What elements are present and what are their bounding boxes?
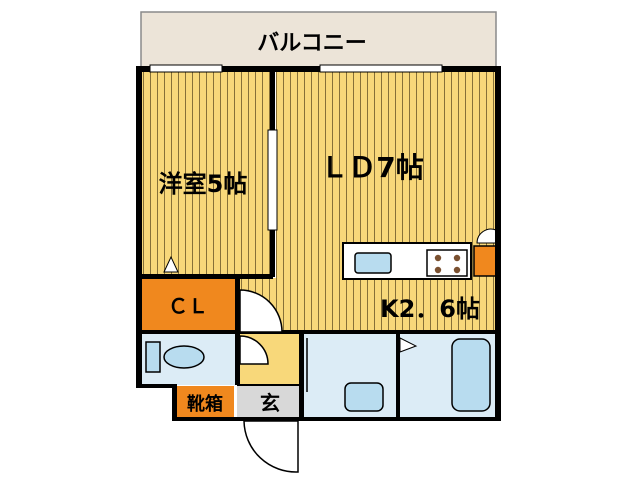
wall (138, 274, 273, 279)
stove-burner (434, 266, 442, 274)
toilet-bowl (163, 345, 205, 369)
window (319, 64, 443, 73)
wall (299, 332, 304, 419)
wall (136, 66, 142, 387)
door-swing (239, 335, 269, 365)
entrance-label: 玄 (260, 391, 280, 415)
wall (267, 129, 278, 231)
stove (426, 249, 468, 277)
wall (495, 66, 501, 421)
door-swing (239, 289, 283, 333)
window (149, 64, 223, 73)
ld-label: ＬＤ7帖 (320, 151, 423, 184)
shoe-box (176, 386, 234, 417)
wall (396, 332, 400, 419)
wall (238, 330, 497, 334)
wall (237, 384, 300, 386)
washbasin (344, 382, 384, 412)
fridge-space (473, 245, 497, 277)
door-swing (163, 255, 179, 273)
western-room-label: 洋室5帖 (159, 170, 248, 198)
toilet-tank (145, 341, 161, 373)
stove-burner (434, 254, 442, 262)
bathtub (451, 338, 491, 412)
sink (354, 252, 392, 274)
door-swing (399, 337, 418, 353)
western-room-floor (141, 70, 272, 275)
kitchen-label: K2．6帖 (380, 295, 480, 323)
stove-burner (453, 266, 461, 274)
wall (136, 66, 501, 72)
balcony (140, 11, 497, 69)
entrance-floor (237, 385, 301, 417)
closet-label: ＣＬ (168, 294, 208, 318)
stove-burner (453, 254, 461, 262)
shoe-box-label: 靴箱 (187, 393, 223, 415)
wall (136, 384, 176, 388)
closet (141, 278, 237, 330)
balcony-label: バルコニー (257, 31, 367, 56)
entrance-door (243, 420, 299, 473)
wall (172, 417, 501, 421)
wall (172, 384, 177, 421)
wall (138, 330, 238, 334)
ld-floor (276, 70, 497, 332)
